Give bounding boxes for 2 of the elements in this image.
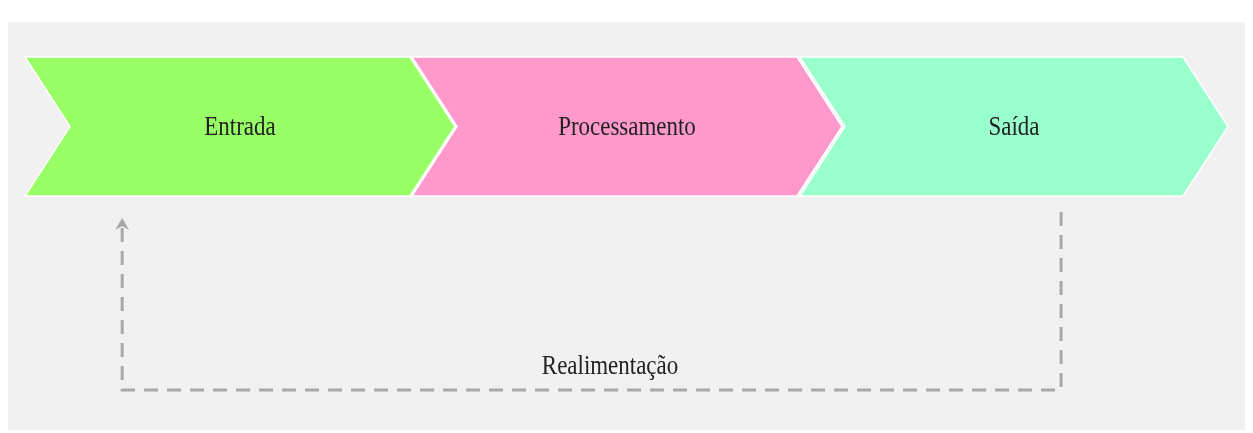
stage-label: Saída	[988, 111, 1040, 142]
feedback-arrow	[115, 212, 1063, 392]
